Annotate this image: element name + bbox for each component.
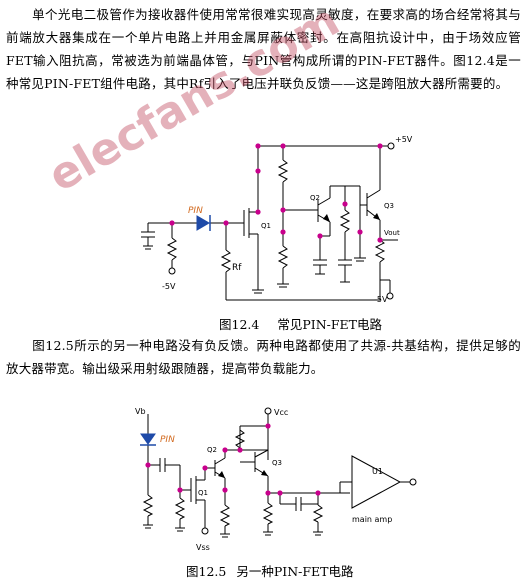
second-paragraph-text: 图12.5所示的另一种电路没有负反馈。两种电路都使用了共源-共基结构，提供足够的… bbox=[6, 338, 521, 376]
fig1-label-q2: Q2 bbox=[310, 194, 320, 202]
fig2-label-q1: Q1 bbox=[198, 489, 208, 497]
fig2-label-q2: Q2 bbox=[207, 446, 217, 454]
figure-12-4-number: 图12.4 bbox=[219, 317, 260, 332]
fig1-label-vminus-left: -5V bbox=[162, 282, 176, 291]
figure-12-5-circuit: Vb PIN Q1 Q2 Q3 Vcc Vss U1 main amp bbox=[135, 407, 417, 552]
figure-12-4-circuit: PIN Q1 Q2 Q3 Rf +5V -5V -5V Vout bbox=[141, 135, 413, 304]
fig2-label-u1: U1 bbox=[372, 467, 383, 476]
second-paragraph: 图12.5所示的另一种电路没有负反馈。两种电路都使用了共源-共基结构，提供足够的… bbox=[6, 334, 521, 380]
fig1-label-vout: Vout bbox=[384, 229, 400, 237]
intro-paragraph: 单个光电二极管作为接收器件使用常常很难实现高灵敏度，在要求高的场合经常将其与前端… bbox=[6, 3, 521, 95]
fig1-label-vminus-right: -5V bbox=[374, 295, 388, 304]
figure-12-4-title: 常见PIN-FET电路 bbox=[277, 317, 382, 332]
figure-12-5-number: 图12.5 bbox=[186, 564, 227, 579]
fig1-label-q1: Q1 bbox=[261, 222, 271, 230]
fig2-label-vb: Vb bbox=[135, 407, 146, 416]
fig1-label-vplus: +5V bbox=[395, 135, 413, 144]
figure-12-5-title: 另一种PIN-FET电路 bbox=[236, 564, 354, 579]
fig1-label-rf: Rf bbox=[232, 263, 242, 273]
figure-12-4-caption: 图12.4 常见PIN-FET电路 bbox=[219, 314, 382, 333]
fig1-label-pin: PIN bbox=[188, 206, 203, 216]
fig2-label-pin: PIN bbox=[160, 435, 175, 445]
fig2-label-main-amp: main amp bbox=[352, 515, 392, 524]
figure-12-5-caption: 图12.5 另一种PIN-FET电路 bbox=[186, 561, 354, 580]
intro-paragraph-text: 单个光电二极管作为接收器件使用常常很难实现高灵敏度，在要求高的场合经常将其与前端… bbox=[6, 7, 521, 91]
fig2-label-q3: Q3 bbox=[272, 459, 282, 467]
fig2-label-vcc: Vcc bbox=[274, 408, 288, 417]
fig2-label-vss: Vss bbox=[196, 543, 210, 552]
fig1-label-q3: Q3 bbox=[384, 202, 394, 210]
